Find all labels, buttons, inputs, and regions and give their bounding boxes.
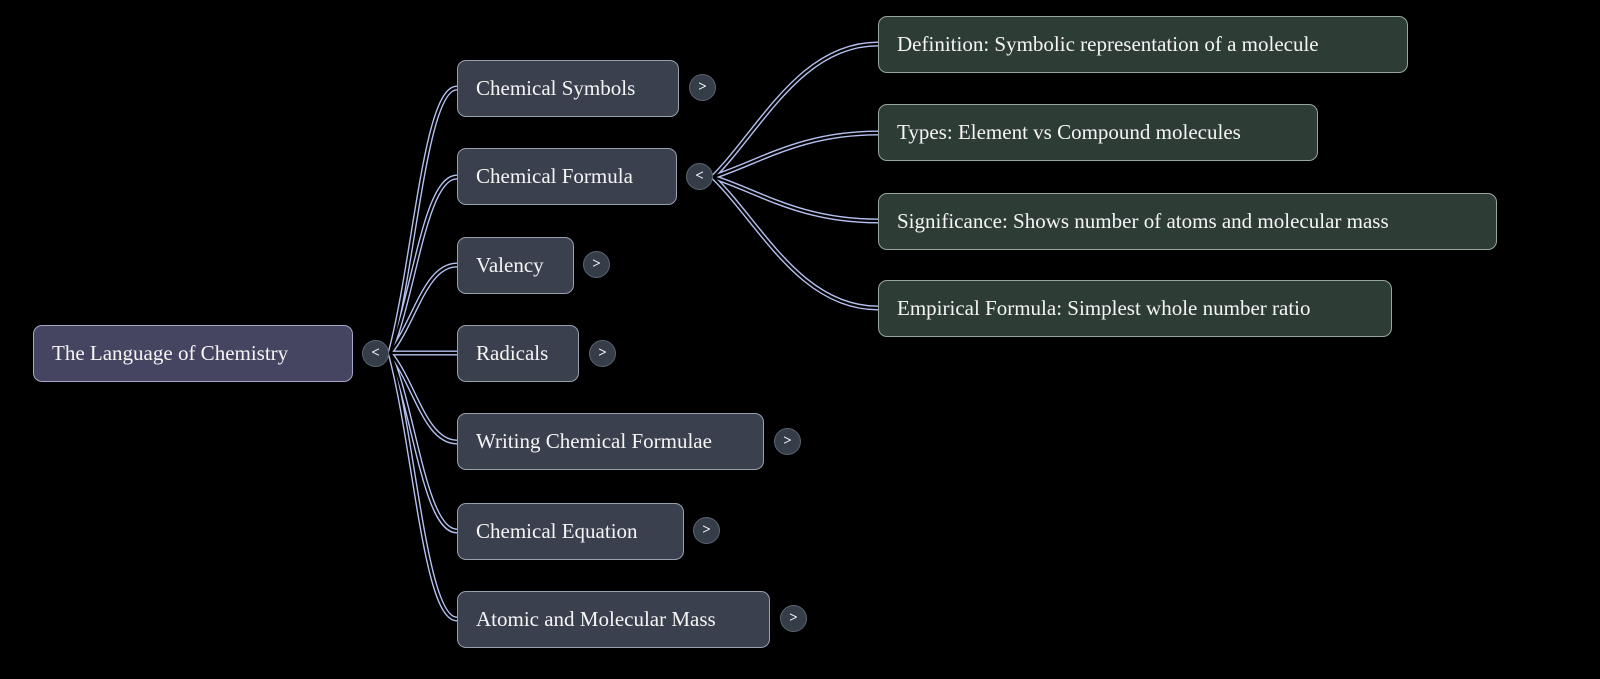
node-atomic-and-molecular-mass[interactable]: Atomic and Molecular Mass [457, 591, 770, 648]
chemical-formula-connectors [711, 41, 879, 311]
node-writing-chemical-formulae-label: Writing Chemical Formulae [476, 429, 712, 453]
node-types[interactable]: Types: Element vs Compound molecules [878, 104, 1318, 161]
toggle-chemical-symbols[interactable]: > [689, 74, 716, 101]
node-significance[interactable]: Significance: Shows number of atoms and … [878, 193, 1497, 250]
node-chemical-formula[interactable]: Chemical Formula [457, 148, 677, 205]
node-atomic-and-molecular-mass-label: Atomic and Molecular Mass [476, 607, 716, 631]
node-valency[interactable]: Valency [457, 237, 574, 294]
node-radicals-label: Radicals [476, 341, 549, 365]
node-root[interactable]: The Language of Chemistry [33, 325, 353, 382]
toggle-valency[interactable]: > [583, 251, 610, 278]
root-connectors [387, 85, 458, 622]
node-empirical-formula[interactable]: Empirical Formula: Simplest whole number… [878, 280, 1392, 337]
node-definition[interactable]: Definition: Symbolic representation of a… [878, 16, 1408, 73]
node-valency-label: Valency [476, 253, 544, 277]
toggle-writing-chemical-formulae[interactable]: > [774, 428, 801, 455]
node-chemical-symbols-label: Chemical Symbols [476, 76, 636, 100]
toggle-radicals[interactable]: > [589, 340, 616, 367]
node-radicals[interactable]: Radicals [457, 325, 579, 382]
toggle-atomic-and-molecular-mass[interactable]: > [780, 605, 807, 632]
node-chemical-equation[interactable]: Chemical Equation [457, 503, 684, 560]
node-chemical-equation-label: Chemical Equation [476, 519, 638, 543]
toggle-root[interactable]: < [362, 340, 389, 367]
node-significance-label: Significance: Shows number of atoms and … [897, 209, 1389, 233]
node-chemical-formula-label: Chemical Formula [476, 164, 633, 188]
node-types-label: Types: Element vs Compound molecules [897, 120, 1241, 144]
toggle-chemical-formula[interactable]: < [686, 163, 713, 190]
node-definition-label: Definition: Symbolic representation of a… [897, 32, 1319, 56]
node-empirical-formula-label: Empirical Formula: Simplest whole number… [897, 296, 1311, 320]
toggle-chemical-equation[interactable]: > [693, 517, 720, 544]
node-chemical-symbols[interactable]: Chemical Symbols [457, 60, 679, 117]
node-root-label: The Language of Chemistry [52, 341, 289, 365]
node-writing-chemical-formulae[interactable]: Writing Chemical Formulae [457, 413, 764, 470]
